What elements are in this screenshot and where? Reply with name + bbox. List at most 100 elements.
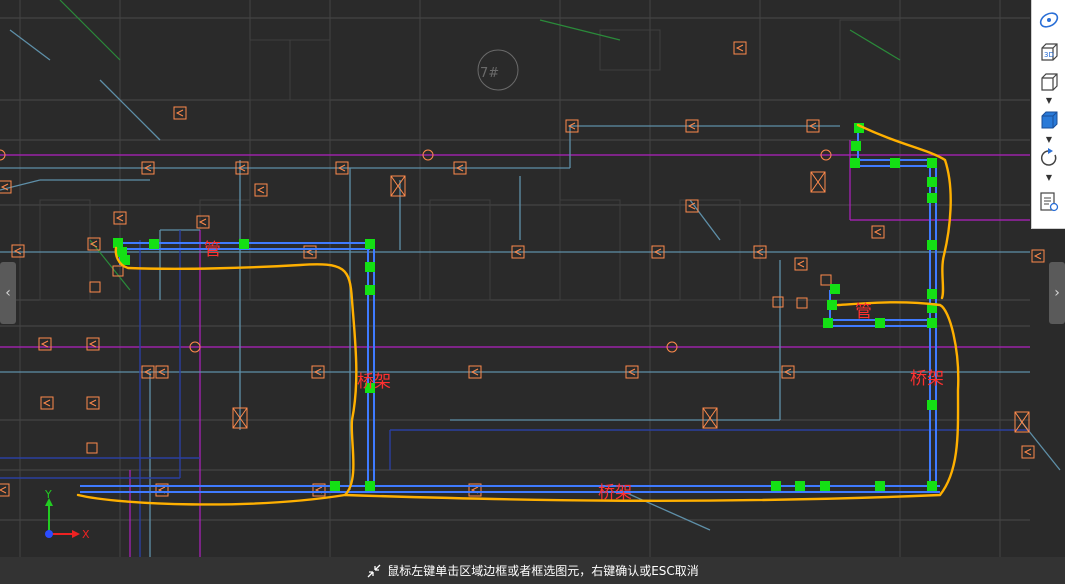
selection-handle[interactable] xyxy=(927,481,937,491)
selection-handle[interactable] xyxy=(890,158,900,168)
pipe-line xyxy=(99,79,161,141)
selection-handle[interactable] xyxy=(927,240,937,250)
cube-view-icon[interactable] xyxy=(1036,70,1062,94)
markup-stroke xyxy=(76,246,358,506)
selection-handle[interactable] xyxy=(239,239,249,249)
axis-x-label: X xyxy=(82,528,90,541)
rotate-icon[interactable] xyxy=(1036,146,1062,170)
selection-handle[interactable] xyxy=(927,400,937,410)
selection-handle[interactable] xyxy=(771,481,781,491)
pipe-line xyxy=(9,29,51,61)
selection-handle[interactable] xyxy=(365,481,375,491)
selection-handle[interactable] xyxy=(365,285,375,295)
room-outline xyxy=(289,39,331,101)
green-line xyxy=(539,19,621,41)
selection-handle[interactable] xyxy=(875,318,885,328)
device-switch-icon xyxy=(468,365,482,379)
chevron-down-icon[interactable]: ▼ xyxy=(1045,135,1053,144)
panel-icon xyxy=(89,281,101,293)
orbit-icon[interactable] xyxy=(1036,8,1062,32)
selection-handle[interactable] xyxy=(854,123,864,133)
selection-handle[interactable] xyxy=(927,158,937,168)
device-switch-icon xyxy=(86,337,100,351)
view-3d-icon[interactable]: 3D xyxy=(1036,40,1062,64)
chevron-down-icon[interactable]: ▼ xyxy=(1045,96,1053,105)
drawing-canvas[interactable]: 管 管 桥架 桥架 桥架 7# xyxy=(0,0,1065,557)
selection-handle[interactable] xyxy=(820,481,830,491)
selection-handle[interactable] xyxy=(113,238,123,248)
outlet-icon xyxy=(820,149,832,161)
selection-handle[interactable] xyxy=(120,255,130,265)
green-line xyxy=(59,0,121,61)
room-outline xyxy=(679,199,741,301)
panel-icon xyxy=(86,442,98,454)
selection-handle[interactable] xyxy=(365,262,375,272)
selection-handle[interactable] xyxy=(827,300,837,310)
panel-icon xyxy=(112,265,124,277)
tray-label-left: 桥架 xyxy=(357,372,391,392)
light-fixture-icon xyxy=(390,175,406,197)
outlet-icon xyxy=(0,149,6,161)
pipe-label-left: 管 xyxy=(204,240,221,260)
device-switch-icon xyxy=(38,337,52,351)
pipe-label-right: 管 xyxy=(855,302,872,322)
selection-handle[interactable] xyxy=(365,383,375,393)
selection-handle[interactable] xyxy=(927,318,937,328)
selection-handle[interactable] xyxy=(830,284,840,294)
selection-handle[interactable] xyxy=(330,481,340,491)
device-switch-icon xyxy=(651,245,665,259)
device-switch-icon xyxy=(753,245,767,259)
device-switch-icon xyxy=(685,119,699,133)
selection-handle[interactable] xyxy=(823,318,833,328)
selection-handle[interactable] xyxy=(851,141,861,151)
selection-handles[interactable] xyxy=(113,123,937,491)
device-switch-icon xyxy=(40,396,54,410)
device-switch-icon xyxy=(0,180,12,194)
device-symbols xyxy=(0,41,1045,497)
device-switch-icon xyxy=(733,41,747,55)
selection-handle[interactable] xyxy=(850,158,860,168)
light-fixture-icon xyxy=(810,171,826,193)
device-switch-icon xyxy=(173,106,187,120)
axis-y-label: Y xyxy=(44,490,52,501)
left-panel-toggle[interactable]: ‹ xyxy=(0,262,16,324)
green-line xyxy=(849,29,901,61)
chevron-down-icon[interactable]: ▼ xyxy=(1045,173,1053,182)
selection-handle[interactable] xyxy=(117,247,127,257)
device-switch-icon xyxy=(235,161,249,175)
selection-handle[interactable] xyxy=(927,289,937,299)
tray-label-right: 桥架 xyxy=(910,369,944,389)
selection-handle[interactable] xyxy=(927,193,937,203)
device-switch-icon xyxy=(453,161,467,175)
device-switch-icon xyxy=(155,365,169,379)
device-switch-icon xyxy=(141,365,155,379)
pipe-line xyxy=(0,179,41,191)
device-switch-icon xyxy=(311,365,325,379)
device-switch-icon xyxy=(781,365,795,379)
selection-handle[interactable] xyxy=(875,481,885,491)
device-switch-icon xyxy=(685,199,699,213)
collapse-arrows-icon xyxy=(367,564,381,577)
solid-cube-icon[interactable] xyxy=(1036,108,1062,132)
room-tag: 7# xyxy=(480,66,499,81)
device-switch-icon xyxy=(196,215,210,229)
device-switch-icon xyxy=(1031,249,1045,263)
selection-handle[interactable] xyxy=(927,177,937,187)
selection-handle[interactable] xyxy=(149,239,159,249)
green-line xyxy=(89,239,131,291)
selection-handle[interactable] xyxy=(927,303,937,313)
right-panel-toggle[interactable]: › xyxy=(1049,262,1065,324)
room-tag-circle xyxy=(477,49,519,91)
tray-label-bottom: 桥架 xyxy=(598,483,632,503)
device-switch-icon xyxy=(141,161,155,175)
panel-icon xyxy=(820,274,832,286)
selection-handle[interactable] xyxy=(795,481,805,491)
pipe-line xyxy=(619,489,711,531)
markup-stroke xyxy=(856,123,952,300)
selection-handle[interactable] xyxy=(365,239,375,249)
device-switch-icon xyxy=(335,161,349,175)
properties-view-icon[interactable] xyxy=(1036,190,1062,214)
device-switch-icon xyxy=(87,237,101,251)
device-switch-icon xyxy=(625,365,639,379)
